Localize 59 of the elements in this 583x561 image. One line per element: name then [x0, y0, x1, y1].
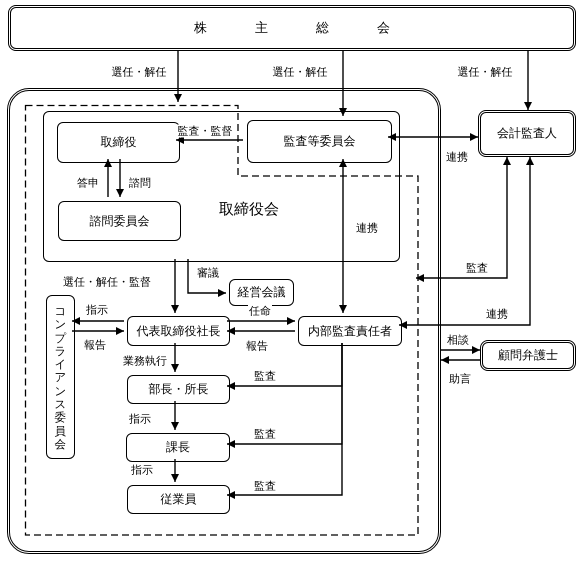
edge-label: 報告 [245, 340, 269, 352]
edge-label: 連携 [485, 308, 509, 320]
edge-label: 相談 [446, 334, 470, 346]
edge-label: 諮問 [128, 176, 152, 190]
group-title: 取締役会 [219, 200, 279, 219]
arrow [416, 157, 511, 282]
arrow [388, 133, 478, 141]
org-box: 代表取締役社長 [127, 316, 230, 346]
arrow [72, 327, 124, 335]
arrow [171, 343, 179, 372]
arrow [441, 356, 480, 364]
edge-label: 連携 [445, 150, 469, 164]
org-box: コンプライアンス委員会 [46, 295, 75, 459]
org-box: 部長・所長 [127, 375, 230, 404]
double-box: 株主総会 [8, 5, 576, 51]
double-box: 会計監査人 [478, 110, 576, 157]
edge-label: 選任・解任 [456, 66, 514, 78]
arrow [339, 51, 347, 116]
org-box: 内部監査責任者 [298, 316, 402, 346]
arrow [187, 259, 226, 297]
edge-label: 助言 [448, 372, 472, 386]
edge-label: 監査 [253, 370, 277, 382]
edge-label: 監査 [253, 428, 277, 440]
arrow [72, 317, 124, 325]
edge-label: 選任・解任・監督 [62, 276, 152, 288]
arrow [171, 401, 179, 430]
arrow [174, 51, 182, 102]
org-box: 監査等委員会 [247, 120, 392, 163]
edge-label: 報告 [83, 338, 107, 352]
edge-label: 監査 [465, 262, 489, 274]
arrow [104, 159, 112, 197]
edge-label: 監査・監督 [176, 124, 234, 138]
org-box: 課長 [126, 433, 230, 462]
arrow [227, 343, 343, 499]
edge-label: 審議 [196, 266, 220, 280]
edge-label: 指示 [128, 412, 152, 426]
arrow [399, 157, 534, 329]
arrow [171, 259, 179, 313]
arrow [339, 159, 347, 313]
edge-label: 指示 [85, 304, 109, 316]
arrow [171, 459, 179, 482]
arrow [227, 327, 295, 335]
edge-label: 業務執行 [122, 354, 168, 368]
edge-label: 監査 [253, 480, 277, 492]
edge-label: 答申 [76, 176, 100, 190]
double-box: 顧問弁護士 [480, 340, 576, 371]
arrow [441, 346, 480, 354]
org-box: 従業員 [127, 485, 230, 514]
arrow [524, 51, 532, 110]
edge-label: 選任・解任 [272, 66, 328, 78]
edge-label: 選任・解任 [110, 66, 168, 78]
arrow [116, 159, 124, 197]
arrow [176, 136, 243, 144]
arrow [227, 317, 295, 325]
board-box [43, 111, 400, 262]
org-box: 諮問委員会 [58, 201, 181, 241]
edge-label: 指示 [130, 464, 154, 476]
edge-label: 連携 [355, 222, 379, 234]
edge-label: 任命 [248, 304, 272, 318]
